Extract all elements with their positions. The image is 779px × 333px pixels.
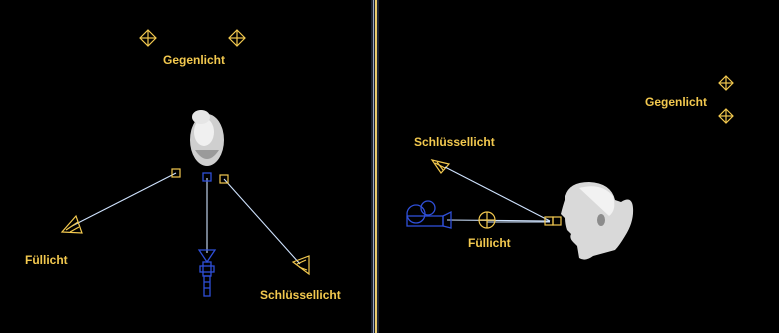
divider-line bbox=[373, 0, 374, 333]
divider-line bbox=[375, 0, 377, 333]
viewport-top-canvas: Gegenlicht Füllicht Schlüssellicht bbox=[25, 29, 341, 302]
backlight-gizmo-icon[interactable] bbox=[718, 75, 734, 91]
viewport-side-canvas: Gegenlicht Schlüssellicht Füllicht bbox=[406, 75, 734, 260]
backlight-label: Gegenlicht bbox=[645, 95, 707, 109]
camera-icon[interactable] bbox=[197, 249, 217, 297]
viewport-side[interactable]: Gegenlicht Schlüssellicht Füllicht bbox=[379, 0, 779, 333]
head-model-icon[interactable] bbox=[190, 110, 224, 166]
key-label: Schlüssellicht bbox=[414, 135, 495, 149]
key-light-ray bbox=[444, 166, 551, 222]
fill-light-icon[interactable] bbox=[478, 211, 496, 229]
viewport-divider[interactable] bbox=[371, 0, 379, 333]
target-icon[interactable] bbox=[552, 216, 562, 226]
backlight-gizmo-icon[interactable] bbox=[139, 29, 157, 47]
head-model-icon[interactable] bbox=[561, 182, 634, 260]
camera-ray bbox=[446, 219, 551, 222]
fill-light-icon[interactable] bbox=[60, 214, 83, 234]
fill-label: Füllicht bbox=[25, 253, 68, 267]
key-light-icon[interactable] bbox=[291, 255, 310, 276]
fill-label: Füllicht bbox=[468, 236, 511, 250]
camera-target-icon[interactable] bbox=[202, 172, 212, 182]
fill-target-icon[interactable] bbox=[171, 168, 181, 178]
backlight-label: Gegenlicht bbox=[163, 53, 225, 67]
fill-light-ray bbox=[71, 172, 177, 227]
key-light-icon[interactable] bbox=[430, 159, 451, 174]
key-light-ray bbox=[223, 178, 301, 265]
backlight-gizmo-icon[interactable] bbox=[718, 108, 734, 124]
camera-icon[interactable] bbox=[406, 200, 452, 229]
backlight-gizmo-icon[interactable] bbox=[228, 29, 246, 47]
viewport-top[interactable]: Gegenlicht Füllicht Schlüssellicht bbox=[0, 0, 371, 333]
key-target-icon[interactable] bbox=[219, 174, 229, 184]
key-label: Schlüssellicht bbox=[260, 288, 341, 302]
